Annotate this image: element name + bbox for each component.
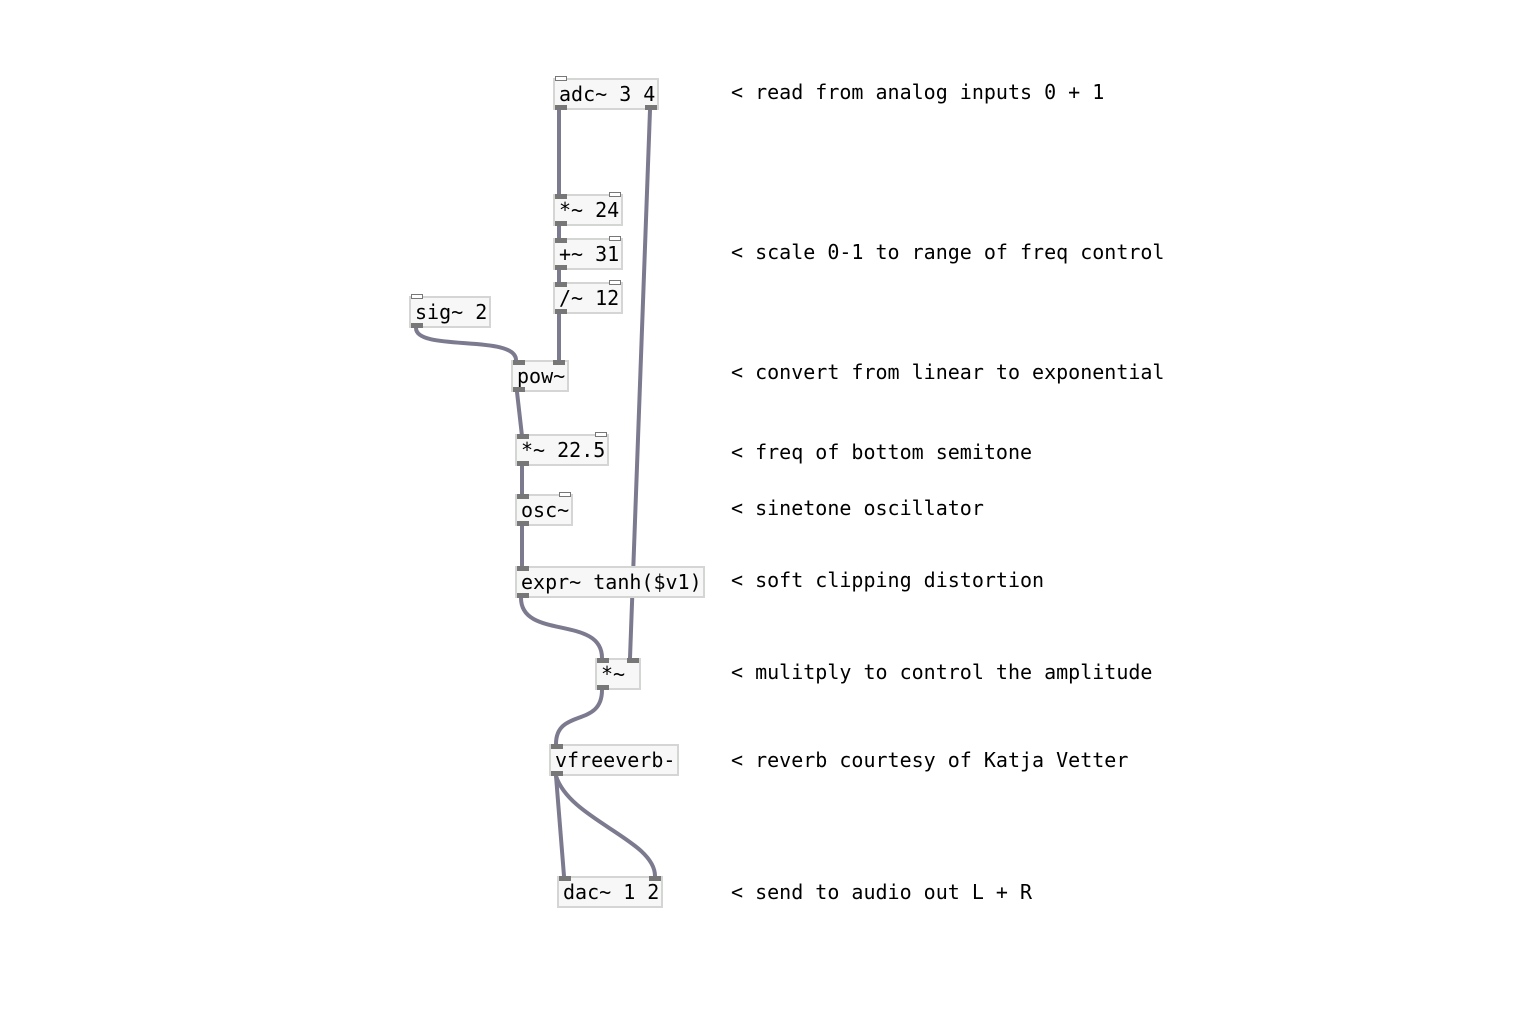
adc-outlet-right[interactable] [645, 105, 657, 110]
add31-object[interactable]: +~ 31 [553, 236, 623, 270]
div12-outlet[interactable] [555, 309, 567, 314]
expr-outlet[interactable] [517, 593, 529, 598]
div12-inlet-right[interactable] [609, 280, 621, 285]
comment-adc: < read from analog inputs 0 + 1 [731, 80, 1105, 104]
osc-inlet-left[interactable] [517, 494, 529, 499]
mul-outlet[interactable] [597, 685, 609, 690]
mul22-label: *~ 22.5 [521, 438, 606, 462]
mul-object[interactable]: *~ [595, 658, 641, 690]
vfreeverb-inlet[interactable] [551, 744, 563, 749]
sig2-inlet[interactable] [411, 294, 423, 299]
add31-inlet-right[interactable] [609, 236, 621, 241]
cord-vfreeverb-left-to-dac[interactable] [554, 774, 566, 878]
cord-vfreeverb-right-to-dac[interactable] [554, 774, 657, 878]
comment-pow: < convert from linear to exponential [731, 360, 1165, 384]
mul24-inlet-left[interactable] [555, 194, 567, 199]
dac-inlet-right[interactable] [649, 876, 661, 881]
pow-inlet-left[interactable] [513, 360, 525, 365]
add31-outlet[interactable] [555, 265, 567, 270]
pow-inlet-right[interactable] [553, 360, 565, 365]
pow-object[interactable]: pow~ [511, 360, 569, 392]
add31-label: +~ 31 [559, 242, 620, 266]
sig2-object[interactable]: sig~ 2 [409, 294, 491, 328]
comment-mul: < mulitply to control the amplitude [731, 660, 1153, 684]
comment-freq: < freq of bottom semitone [731, 440, 1033, 464]
sig2-label: sig~ 2 [415, 300, 488, 324]
vfreeverb-object[interactable]: vfreeverb- [549, 744, 679, 776]
osc-object[interactable]: osc~ [515, 492, 573, 526]
mul24-inlet-right[interactable] [609, 192, 621, 197]
cord-mul-to-vfreeverb[interactable] [554, 688, 604, 746]
mul22-outlet[interactable] [517, 461, 529, 466]
pow-label: pow~ [517, 364, 566, 388]
dac-object[interactable]: dac~ 1 2 [557, 876, 663, 908]
cord-pow-to-mul22[interactable] [515, 390, 524, 438]
vfreeverb-label: vfreeverb- [555, 748, 676, 772]
mul22-inlet-right[interactable] [595, 432, 607, 437]
adc-object[interactable]: adc~ 3 4 [553, 76, 659, 110]
osc-inlet-right[interactable] [559, 492, 571, 497]
div12-object[interactable]: /~ 12 [553, 280, 623, 314]
mul22-object[interactable]: *~ 22.5 [515, 432, 609, 466]
adc-label: adc~ 3 4 [559, 82, 656, 106]
osc-outlet[interactable] [517, 521, 529, 526]
cord-sig2-to-pow[interactable] [414, 326, 518, 362]
mul-label: *~ [601, 662, 626, 686]
dac-inlet-left[interactable] [559, 876, 571, 881]
expr-object[interactable]: expr~ tanh($v1) [515, 566, 705, 598]
comment-reverb: < reverb courtesy of Katja Vetter [731, 748, 1129, 772]
mul24-object[interactable]: *~ 24 [553, 192, 623, 226]
pow-outlet[interactable] [513, 387, 525, 392]
osc-label: osc~ [521, 498, 570, 522]
mul22-inlet-left[interactable] [517, 434, 529, 439]
mul-inlet-left[interactable] [597, 658, 609, 663]
mul24-outlet[interactable] [555, 221, 567, 226]
sig2-outlet[interactable] [411, 323, 423, 328]
adc-inlet[interactable] [555, 76, 567, 81]
comment-expr: < soft clipping distortion [731, 568, 1045, 592]
dac-label: dac~ 1 2 [563, 880, 660, 904]
mul24-label: *~ 24 [559, 198, 620, 222]
cord-expr-to-mul[interactable] [519, 596, 604, 660]
div12-inlet-left[interactable] [555, 282, 567, 287]
comment-osc: < sinetone oscillator [731, 496, 984, 520]
comment-dac: < send to audio out L + R [731, 880, 1033, 904]
expr-inlet[interactable] [517, 566, 529, 571]
expr-label: expr~ tanh($v1) [521, 570, 702, 594]
add31-inlet-left[interactable] [555, 238, 567, 243]
adc-outlet-left[interactable] [555, 105, 567, 110]
div12-label: /~ 12 [559, 286, 620, 310]
comment-scale: < scale 0-1 to range of freq control [731, 240, 1165, 264]
vfreeverb-outlet[interactable] [551, 771, 563, 776]
mul-inlet-right[interactable] [627, 658, 639, 663]
